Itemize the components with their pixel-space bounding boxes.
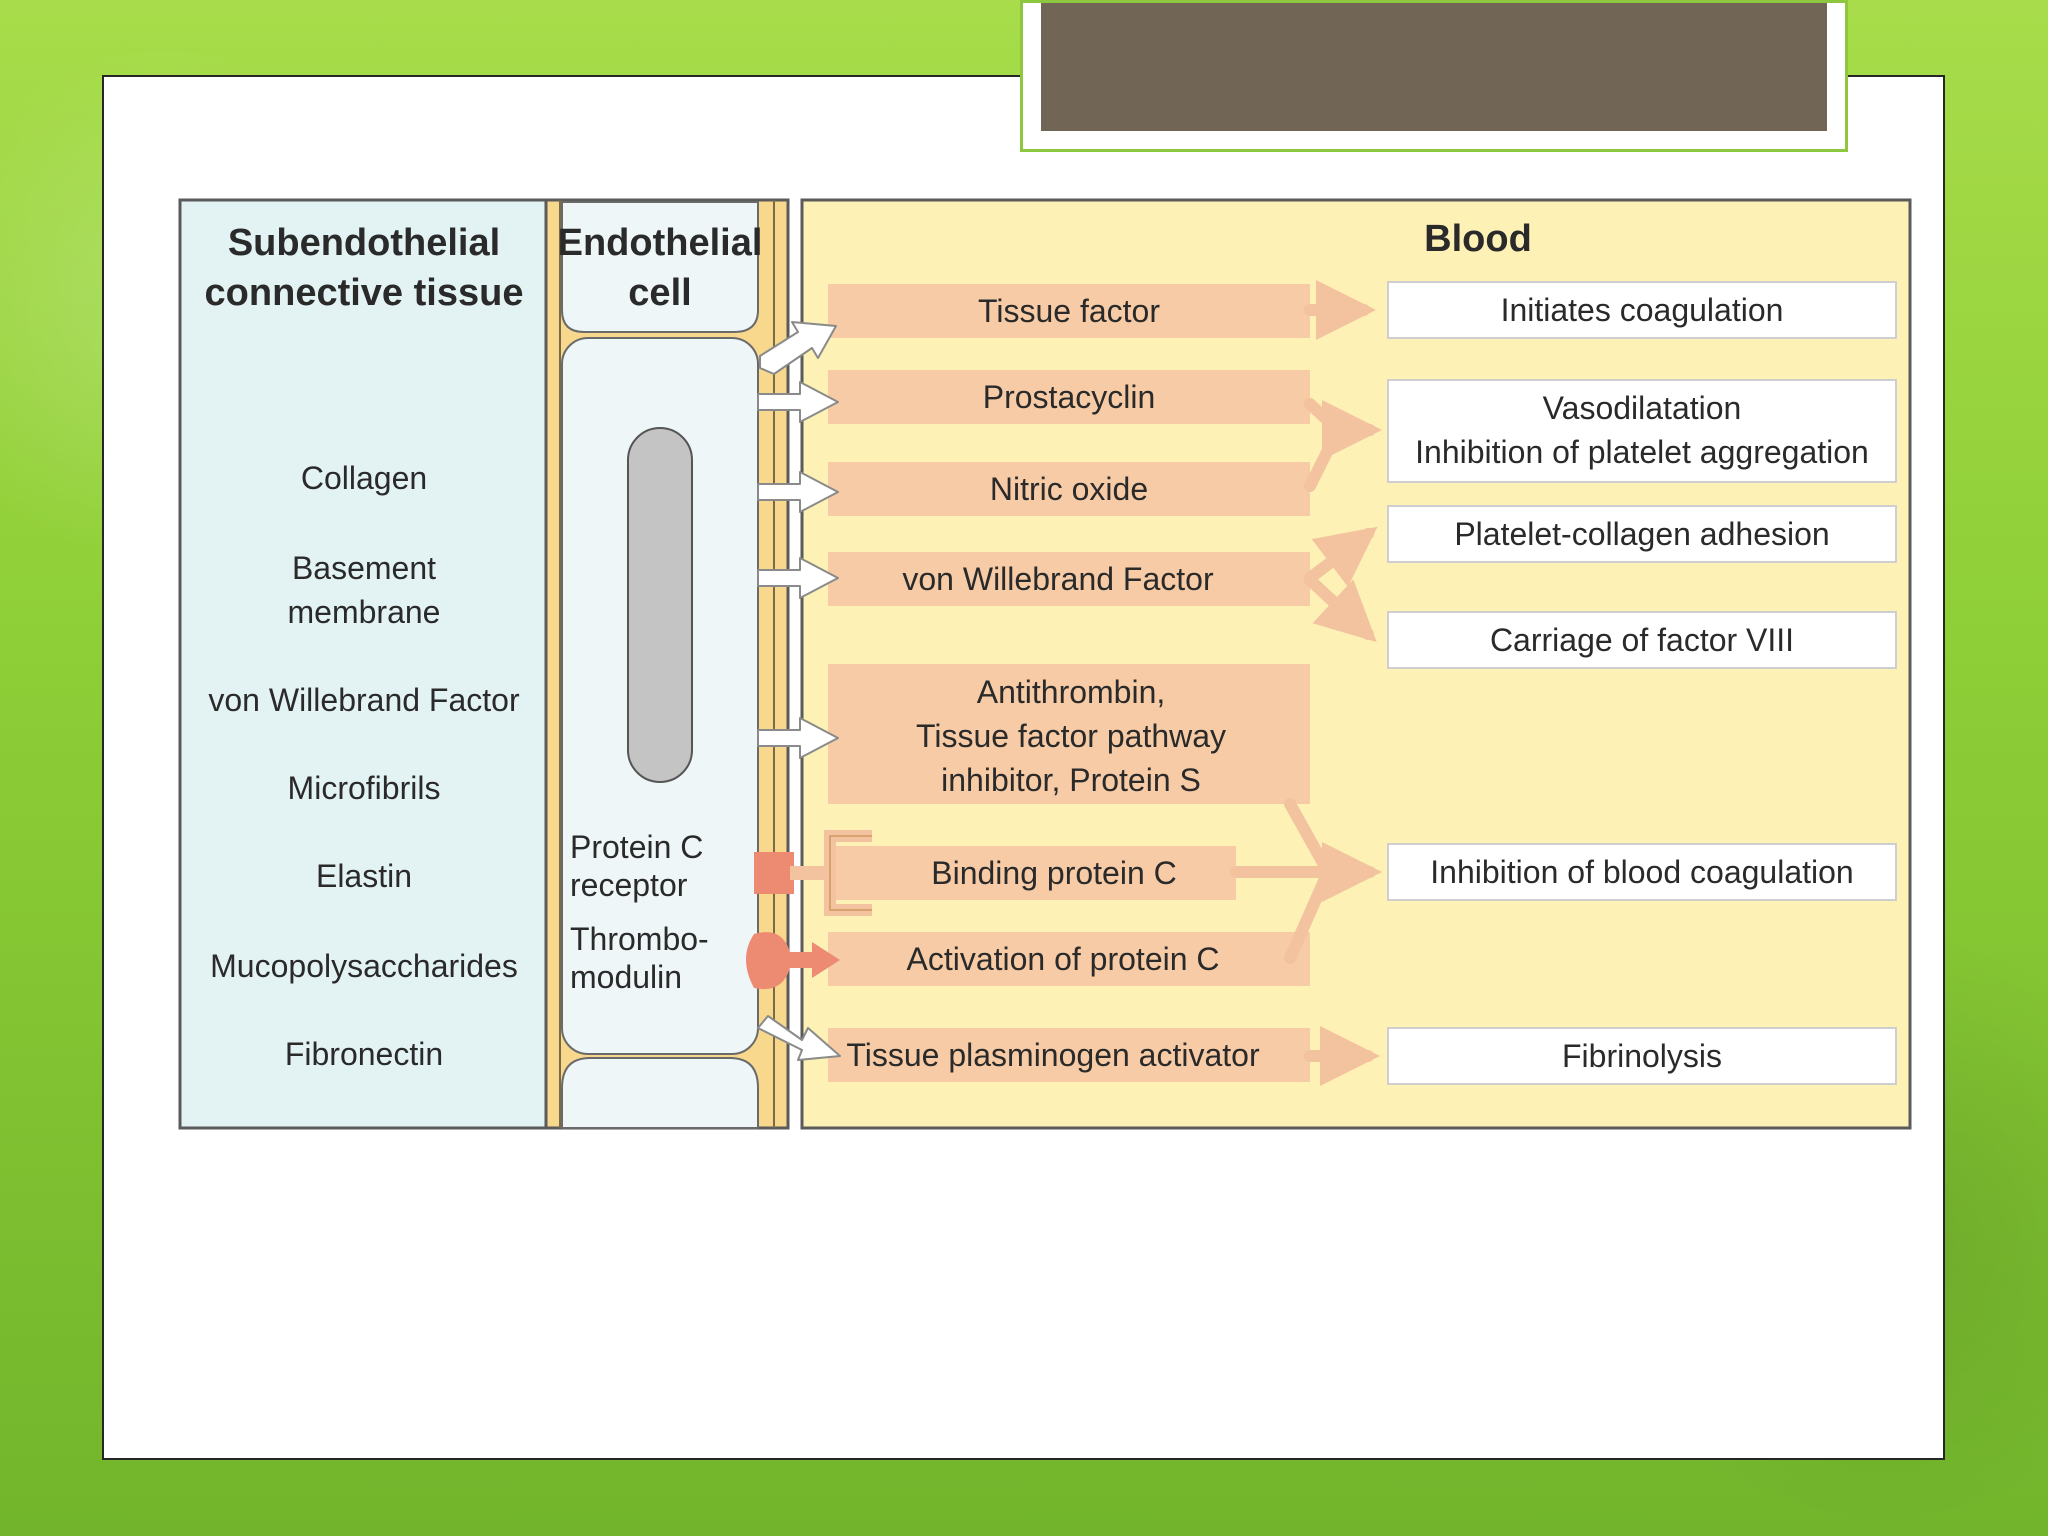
protein-c-receptor-bracket <box>754 830 872 916</box>
secretion-arrow-prostacyclin <box>757 381 839 423</box>
label-protein-c-receptor: Protein C receptor <box>570 829 704 903</box>
heading-blood: Blood <box>1424 218 1532 260</box>
diagram-graphics <box>178 198 1912 1130</box>
product-bar-antithrombin <box>828 664 1310 804</box>
effect-box-vasodilatation <box>1387 379 1897 483</box>
product-bar-vwf <box>828 552 1310 606</box>
secretion-arrow-nitric-oxide <box>757 471 839 513</box>
subendothelial-item: Collagen <box>300 460 428 496</box>
product-label-binding-protein-c: Binding protein C <box>931 855 1177 891</box>
product-bar-binding-protein-c <box>828 846 1236 900</box>
heading-subendothelial: Subendothelial connective tissue <box>204 222 524 314</box>
effect-label-factor-viii: Carriage of factor VIII <box>1489 622 1795 658</box>
subendothelial-item: Microfibrils <box>287 770 441 806</box>
product-label-activation-protein-c: Activation of protein C <box>906 941 1220 977</box>
arrow-vwf-to-factor-viii <box>1304 574 1377 643</box>
secretion-arrow-antithrombin <box>757 717 839 759</box>
subendothelial-panel <box>178 198 548 1130</box>
label-thrombomodulin: Thrombo- modulin <box>570 921 709 995</box>
product-label-vwf: von Willebrand Factor <box>902 561 1214 597</box>
effect-arrows <box>1230 280 1382 1086</box>
secretion-arrow-vwf <box>757 557 839 599</box>
product-label-nitric-oxide: Nitric oxide <box>989 471 1149 507</box>
effect-label-vasodilatation: Vasodilatation Inhibition of platelet ag… <box>1415 390 1869 470</box>
effect-label-inhibition: Inhibition of blood coagulation <box>1430 854 1854 890</box>
effect-label-initiates: Initiates coagulation <box>1500 292 1784 328</box>
effect-box-inhibition <box>1387 843 1897 901</box>
slide-title-tab <box>1020 0 1848 152</box>
slide-title-bar <box>1041 3 1827 131</box>
secretion-arrow-tissue-factor <box>759 321 837 375</box>
product-label-antithrombin: Antithrombin, Tissue factor pathway inhi… <box>915 674 1227 798</box>
product-bar-tpa <box>828 1028 1310 1082</box>
product-label-tissue-factor: Tissue factor <box>978 293 1160 329</box>
secretion-arrow-tpa <box>757 1015 841 1061</box>
effect-label-platelet-collagen: Platelet-collagen adhesion <box>1454 516 1830 552</box>
cell-nucleus <box>627 427 693 783</box>
effect-box-initiates <box>1387 281 1897 339</box>
thrombomodulin-marker <box>746 932 840 990</box>
subendothelial-item: Elastin <box>315 858 413 894</box>
effect-box-fibrinolysis <box>1387 1027 1897 1085</box>
product-label-tpa: Tissue plasminogen activator <box>846 1037 1260 1073</box>
endothelial-cell-bottom <box>561 1057 759 1129</box>
subendothelial-item: Fibronectin <box>284 1036 444 1072</box>
product-bar-prostacyclin <box>828 370 1310 424</box>
endothelial-cell-top <box>561 201 759 333</box>
product-bar-activation-protein-c <box>828 932 1310 986</box>
arrow-vwf-to-adhesion <box>1304 526 1378 587</box>
heading-endothelial-cell: Endothelial cell <box>557 222 763 314</box>
endothelium-function-diagram: Subendothelial connective tissue Endothe… <box>178 198 1914 1132</box>
product-bar-nitric-oxide <box>828 462 1310 516</box>
subendothelial-item: Basement membrane <box>287 550 441 630</box>
subendothelial-item: von Willebrand Factor <box>208 682 520 718</box>
effect-box-platelet-collagen <box>1387 505 1897 563</box>
secretion-arrows <box>757 321 841 1061</box>
effect-label-fibrinolysis: Fibrinolysis <box>1561 1038 1723 1074</box>
subendothelial-item: Mucopolysaccharides <box>210 948 518 984</box>
effect-box-factor-viii <box>1387 611 1897 669</box>
product-bar-tissue-factor <box>828 284 1310 338</box>
product-label-prostacyclin: Prostacyclin <box>982 379 1156 415</box>
